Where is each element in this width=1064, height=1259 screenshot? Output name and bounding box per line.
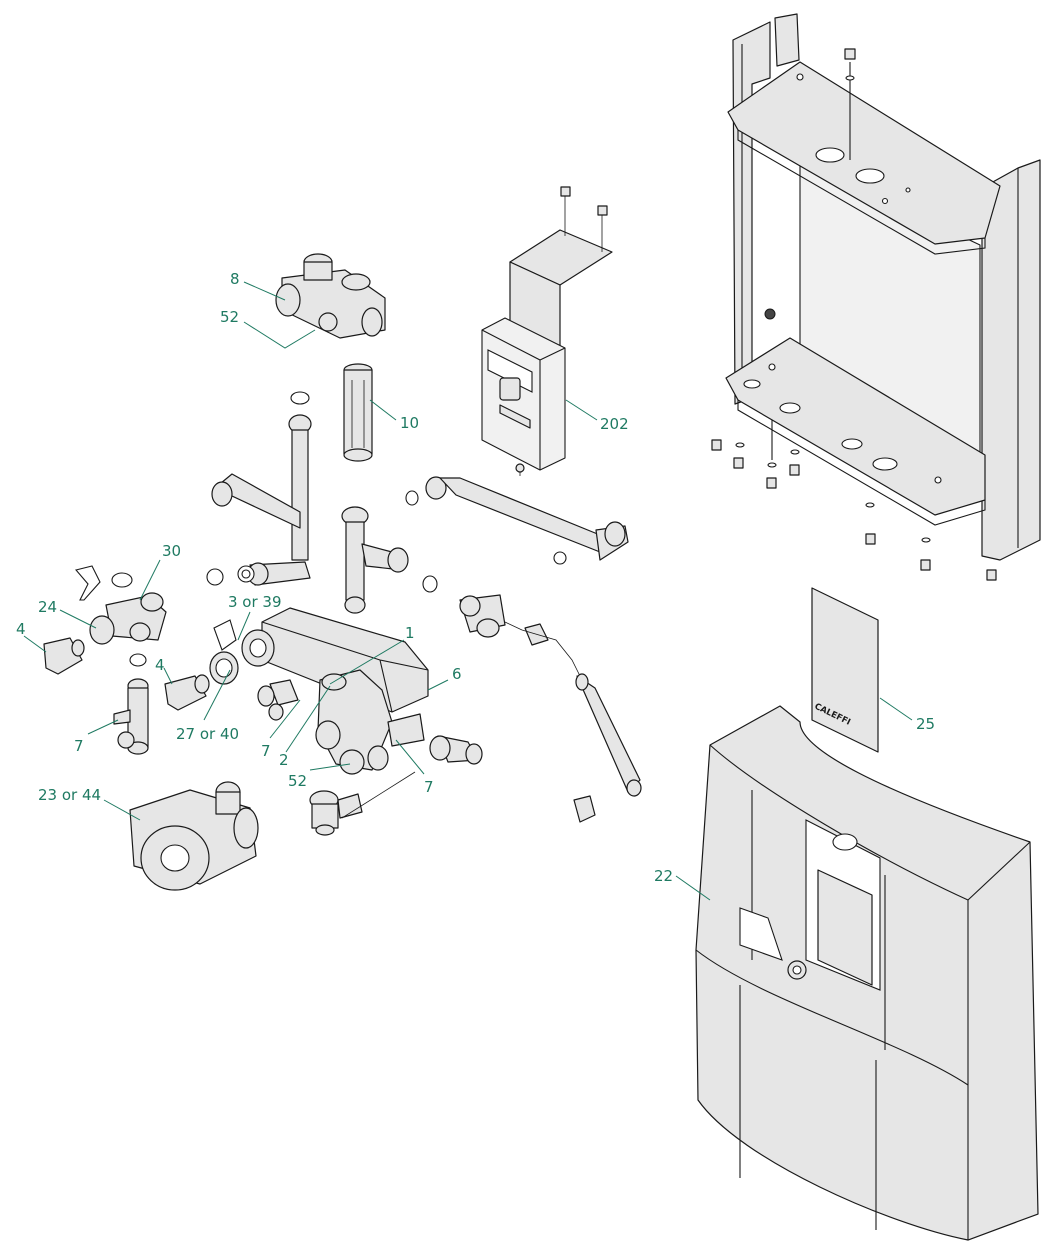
heat-exchanger-block — [241, 607, 429, 713]
callout-3-or-39: 3 or 39 — [228, 593, 282, 611]
callout-10: 10 — [400, 414, 419, 432]
circulation-pump — [129, 781, 259, 891]
controller-with-bracket — [481, 186, 613, 476]
callout-7-mid: 7 — [261, 742, 271, 760]
callout-52-top: 52 — [220, 308, 239, 326]
mid-left-fittings — [164, 619, 239, 711]
callout-23-or-44: 23 or 44 — [38, 786, 101, 804]
callout-24: 24 — [38, 598, 57, 616]
callout-6: 6 — [452, 665, 462, 683]
callout-labels: 8 52 10 202 30 24 4 3 or 39 1 6 4 27 or … — [16, 270, 935, 885]
pipe-assembly-left — [206, 391, 312, 586]
callout-8: 8 — [230, 270, 240, 288]
angle-fitting-lower — [309, 771, 416, 836]
callout-202: 202 — [600, 415, 629, 433]
callout-1: 1 — [405, 624, 415, 642]
diverter-valve — [275, 253, 386, 339]
filter-cartridge — [343, 363, 373, 462]
callout-4-mid: 4 — [155, 656, 165, 674]
info-card: CALEFFI — [811, 587, 879, 753]
tee-with-sensor — [113, 678, 149, 755]
tee-pipe — [341, 506, 438, 646]
callout-7-right: 7 — [424, 778, 434, 796]
callout-25: 25 — [916, 715, 935, 733]
frame-screws — [711, 48, 997, 581]
hydraulic-block — [257, 669, 483, 775]
callout-7-left: 7 — [74, 737, 84, 755]
leader-lines — [23, 281, 913, 901]
front-cover — [695, 705, 1039, 1241]
flex-hose-upper — [405, 476, 629, 565]
callout-2: 2 — [279, 751, 289, 769]
mounting-frame — [725, 13, 1041, 561]
callout-4-left: 4 — [16, 620, 26, 638]
callout-30: 30 — [162, 542, 181, 560]
callout-22: 22 — [654, 867, 673, 885]
left-fittings — [43, 565, 167, 675]
callout-27-or-40: 27 or 40 — [176, 725, 239, 743]
right-fittings — [459, 594, 642, 823]
callout-52-bottom: 52 — [288, 772, 307, 790]
